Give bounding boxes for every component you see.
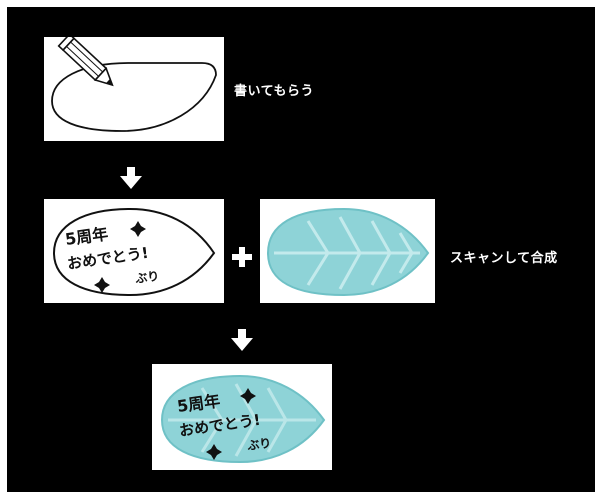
arrow-down-icon xyxy=(231,329,253,351)
blank-leaf-panel xyxy=(44,37,224,141)
result-message-signature: ぶり xyxy=(245,436,272,453)
step-label-scan: スキャンして合成 xyxy=(450,251,558,266)
sparkle-icon xyxy=(130,221,146,237)
arrow-down-icon xyxy=(120,167,142,189)
diagram-canvas: 書いてもらう 5周年 おめでとう! ぶり xyxy=(7,7,595,492)
result-leaf-panel: 5周年 おめでとう! ぶり xyxy=(152,364,332,470)
step-label-write: 書いてもらう xyxy=(234,84,314,99)
plus-icon xyxy=(232,247,252,267)
message-leaf-illustration: 5周年 おめでとう! ぶり xyxy=(52,207,216,297)
message-leaf-panel: 5周年 おめでとう! ぶり xyxy=(44,199,224,303)
result-leaf-illustration: 5周年 おめでとう! ぶり xyxy=(160,374,326,464)
sparkle-icon xyxy=(206,444,222,460)
message-signature: ぶり xyxy=(133,269,160,286)
blank-leaf-illustration xyxy=(51,37,217,132)
teal-leaf-illustration xyxy=(266,207,430,297)
teal-leaf-panel xyxy=(260,199,435,303)
pencil-icon xyxy=(57,37,114,87)
sparkle-icon xyxy=(94,277,110,293)
sparkle-icon xyxy=(240,388,256,404)
